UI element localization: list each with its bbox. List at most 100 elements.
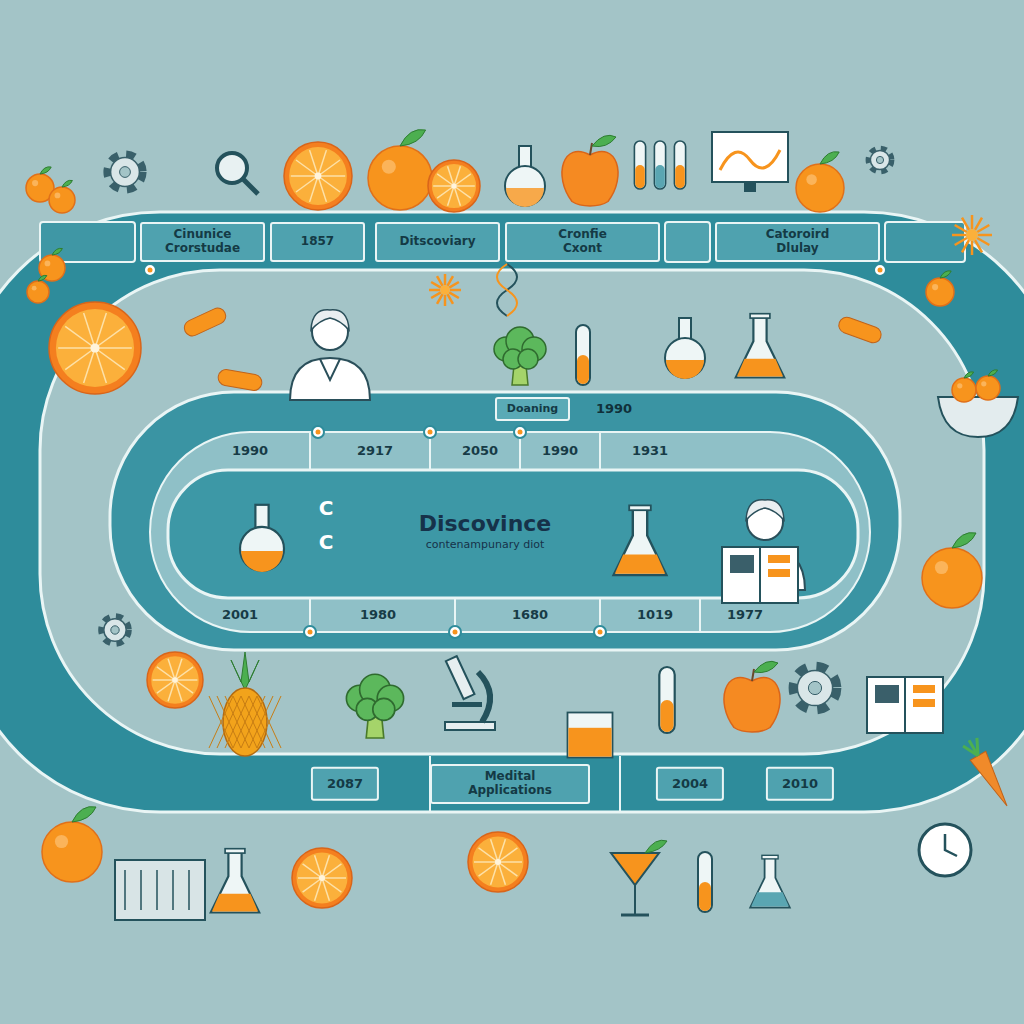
vitamin-letter: C: [319, 497, 334, 519]
glass-base: [621, 914, 649, 917]
apple-body: [724, 677, 780, 732]
slice-flesh: [289, 147, 347, 205]
inner-track: [150, 432, 870, 632]
machine-slat: [188, 870, 190, 910]
monitor-frame: [712, 132, 788, 182]
track-marker: [312, 426, 324, 438]
flask-glass: [736, 317, 784, 378]
marker-ring: [594, 626, 606, 638]
spark-ray: [431, 292, 441, 298]
microscope-stage: [452, 702, 482, 707]
hair: [746, 500, 784, 520]
tube-liquid: [660, 700, 673, 732]
leaf: [964, 372, 974, 378]
tube-glass: [674, 141, 685, 189]
flask-liquid: [506, 188, 544, 207]
orange-fruit: [39, 248, 65, 281]
slice-segment: [498, 861, 522, 863]
orange-fruit: [796, 152, 844, 212]
tube-liquid: [675, 165, 685, 188]
microscope: [445, 656, 495, 730]
round-flask: [665, 318, 705, 379]
leaf: [940, 271, 951, 278]
slice-segment: [318, 175, 345, 177]
gear-icon: [101, 616, 129, 644]
flask-liquid: [751, 892, 789, 906]
orange-highlight: [957, 383, 962, 388]
slice-core: [172, 677, 178, 683]
slice-segment: [433, 185, 454, 187]
beaker: [568, 713, 613, 758]
slice-segment: [296, 176, 318, 192]
machine-slat: [172, 870, 174, 910]
orange-highlight: [32, 286, 37, 291]
slice-rind: [468, 832, 528, 892]
round-flask: [505, 146, 545, 207]
flask-liquid: [615, 555, 665, 574]
orange-slice: [292, 848, 352, 908]
book-picture: [730, 555, 754, 573]
spark-icon: [952, 215, 992, 255]
year-label: 1980: [360, 608, 396, 622]
slice-segment: [454, 185, 475, 187]
gear-hole: [111, 626, 119, 634]
capsule-body: [182, 305, 229, 338]
year-label: 2087: [311, 767, 379, 801]
year-label: 1990: [596, 402, 632, 416]
empty-segment: [665, 222, 710, 262]
lens: [217, 153, 247, 183]
lab-machine: [115, 860, 205, 920]
gear-icon: [793, 666, 837, 710]
spark-ray: [975, 218, 982, 230]
spark-ray: [978, 234, 992, 237]
erlenmeyer-flask: [614, 505, 667, 575]
orange-highlight: [55, 835, 68, 848]
slice-segment: [58, 347, 95, 349]
erlenmeyer-flask: [736, 314, 784, 378]
spark-ray: [447, 276, 453, 286]
clock-face: [919, 824, 971, 876]
slice-flesh: [56, 309, 134, 387]
apple-body: [562, 151, 618, 206]
gear-icon: [868, 148, 892, 172]
slice-segment: [322, 864, 341, 878]
round-flask: [240, 505, 284, 572]
slice-segment: [315, 855, 322, 878]
capsule-body: [217, 368, 263, 391]
coat-collar: [320, 359, 340, 380]
year-label: 2010: [766, 767, 834, 801]
orange-slice: [147, 652, 203, 708]
tube-glass: [654, 141, 665, 189]
timeline-segment: Cinunice Crorstudae: [140, 222, 265, 262]
node-title: Ditscoviary: [399, 235, 475, 249]
book-picture: [913, 685, 935, 693]
year-label: 1990: [232, 444, 268, 458]
orange-fruit: [42, 807, 102, 882]
year-label: 2004: [656, 767, 724, 801]
machine-slat: [140, 870, 142, 910]
spark-ray: [450, 289, 461, 292]
marker-ring: [424, 426, 436, 438]
flask-liquid: [212, 894, 258, 912]
slice-segment: [322, 878, 329, 901]
slice-core: [319, 875, 325, 881]
track-marker: [144, 264, 156, 276]
spark-ray: [437, 294, 443, 304]
slice-segment: [153, 679, 175, 681]
carrot: [961, 736, 1015, 811]
track-marker: [449, 626, 461, 638]
slice-rind: [49, 302, 141, 394]
flask-liquid: [241, 551, 283, 572]
flask-liquid: [666, 360, 704, 379]
marker-core: [148, 268, 153, 273]
spark-ray: [449, 292, 459, 298]
timeline-segment: Catoroird Dlulay: [715, 222, 880, 262]
slice-flesh: [473, 837, 524, 888]
gear-teeth: [793, 666, 837, 710]
test-tube: [659, 667, 674, 733]
slice-segment: [437, 186, 454, 198]
slice-segment: [498, 848, 517, 862]
slice-segment: [479, 862, 498, 876]
orange-slice: [468, 832, 528, 892]
orange-highlight: [55, 193, 61, 199]
